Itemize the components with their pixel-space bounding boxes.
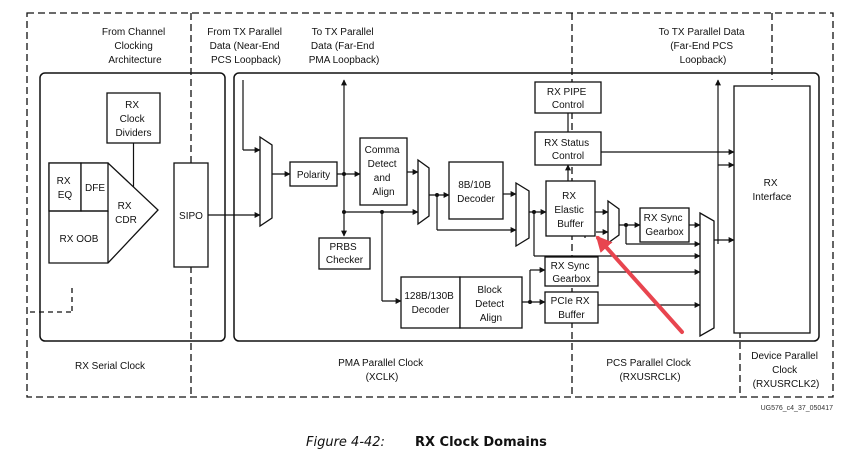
from-channel-label: From Channel Clocking Architecture (102, 27, 168, 66)
polarity-label: Polarity (297, 170, 330, 181)
rx-clock-dividers-block (106, 92, 161, 144)
decoder-128b130b-label: 128B/130B Decoder (404, 291, 456, 316)
rx-elastic-buffer-block (545, 180, 596, 237)
comma-detect-block (359, 137, 408, 206)
decoder-8b10b-label: 8B/10B Decoder (457, 180, 495, 205)
elastic-mux (607, 199, 620, 245)
figure-id: UG576_c4_37_050417 (761, 405, 834, 412)
rx-interface-label: RX Interface (753, 178, 792, 203)
decoder-128b130b-block (400, 276, 461, 329)
rx-serial-clock-label: RX Serial Clock (75, 361, 146, 372)
figure-title: RX Clock Domains (415, 435, 547, 450)
rx-pipe-control-block (534, 81, 602, 114)
rx-clock-dividers-label: RX Clock Dividers (115, 100, 151, 139)
rx-status-control-label: RX Status Control (544, 138, 592, 162)
prbs-checker-label: PRBS Checker (326, 242, 364, 266)
dfe-label: DFE (85, 183, 105, 194)
rx-sync-gearbox-right-label: RX Sync Gearbox (644, 213, 686, 238)
rx-interface-block (733, 85, 811, 334)
to-tx-pcs-label: To TX Parallel Data (Far-End PCS Loopbac… (659, 27, 748, 66)
decoder-8b10b-block (448, 161, 504, 220)
input-mux (259, 135, 273, 228)
device-parallel-clock-label: Device Parallel Clock (RXUSRCLK2) (751, 351, 820, 390)
to-tx-pma-label: To TX Parallel Data (Far-End PMA Loopbac… (309, 27, 380, 66)
annotation-arrow (595, 235, 684, 334)
outer-dashed-frame (26, 12, 834, 398)
pma-parallel-clock-label: PMA Parallel Clock (XCLK) (338, 358, 426, 383)
rx-status-control-block (534, 131, 602, 166)
decoder-mux (515, 181, 530, 248)
block-detect-align-label: Block Detect Align (475, 285, 507, 324)
rx-elastic-buffer-label: RX Elastic Buffer (554, 191, 586, 230)
pcie-rx-buffer-block (544, 291, 599, 324)
pma-region-left (39, 72, 226, 342)
rx-cdr-label: RX CDR (115, 201, 137, 226)
dfe-block (80, 162, 109, 212)
pcs-parallel-clock-label: PCS Parallel Clock (RXUSRCLK) (606, 358, 693, 383)
rx-eq-block (48, 162, 82, 212)
polarity-block (289, 161, 338, 187)
rx-sync-gearbox-left-label: RX Sync Gearbox (551, 261, 593, 285)
rx-oob-label: RX OOB (60, 234, 99, 245)
prbs-checker-block (318, 237, 371, 270)
comma-mux (417, 158, 430, 226)
figure-number: Figure 4-42: (306, 435, 385, 450)
from-tx-label: From TX Parallel Data (Near-End PCS Loop… (207, 27, 285, 66)
rx-pipe-control-label: RX PIPE Control (547, 87, 589, 111)
rx-eq-label: RX EQ (57, 176, 74, 201)
output-mux (699, 211, 715, 338)
comma-detect-label: Comma Detect and Align (365, 145, 403, 198)
sipo-label: SIPO (179, 211, 203, 222)
pcs-region (233, 72, 820, 342)
rx-sync-gearbox-right-block (639, 207, 690, 243)
sipo-block (173, 162, 209, 268)
pcie-rx-buffer-label: PCIe RX Buffer (551, 296, 593, 321)
